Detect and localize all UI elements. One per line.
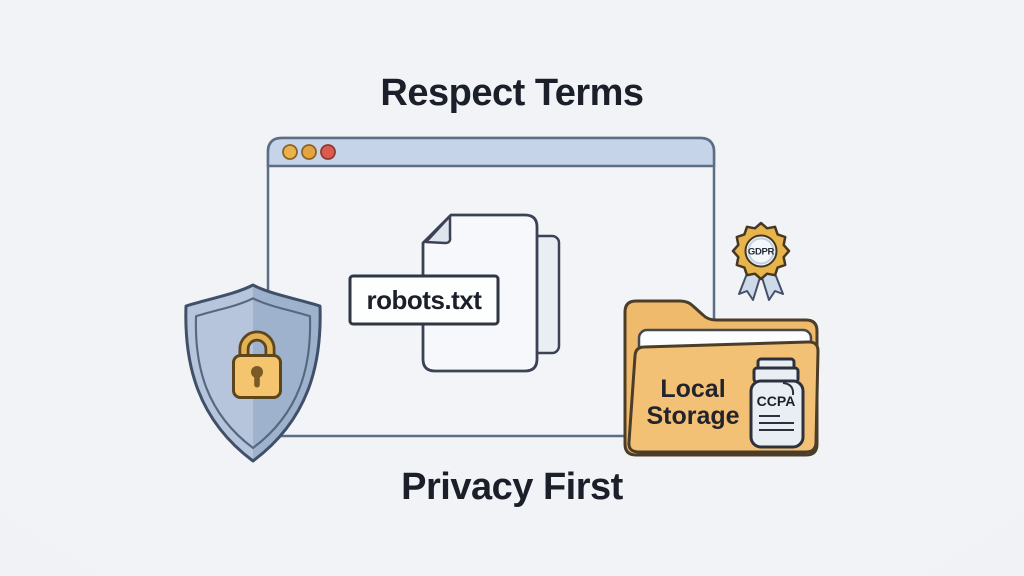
robots-txt-label-box	[348, 274, 500, 326]
badge-label-text: GDPR	[748, 247, 775, 258]
shield-lock-icon	[184, 283, 322, 463]
padlock-shackle	[241, 333, 273, 357]
badge-inner-ring	[747, 237, 775, 265]
dot-red-icon	[320, 144, 336, 160]
document-folded-corner	[424, 214, 452, 245]
bottle-label-text: CCPA	[757, 393, 796, 409]
browser-title-bar	[266, 136, 716, 168]
dot-orange-icon	[301, 144, 317, 160]
rosette-ribbon-badge-icon: GDPR	[731, 221, 791, 301]
folder-label-line1: Local	[660, 375, 725, 403]
padlock-keyhole-stem	[254, 374, 260, 388]
bottle-corner-curl	[782, 382, 795, 396]
padlock-icon	[232, 330, 282, 399]
respect-terms-title: Respect Terms	[380, 72, 644, 114]
robots-txt-label: robots.txt	[348, 274, 500, 326]
folder-label-line2: Storage	[646, 402, 739, 430]
robots-txt-label-text: robots.txt	[367, 285, 483, 315]
padlock-keyhole	[251, 366, 263, 378]
bottle-body	[749, 379, 805, 449]
privacy-first-title: Privacy First	[401, 466, 623, 508]
badge-inner-circle	[744, 234, 778, 268]
shield-inner-line	[194, 297, 312, 450]
bottle-document-icon: CCPA	[749, 357, 805, 449]
dot-yellow-icon	[282, 144, 298, 160]
